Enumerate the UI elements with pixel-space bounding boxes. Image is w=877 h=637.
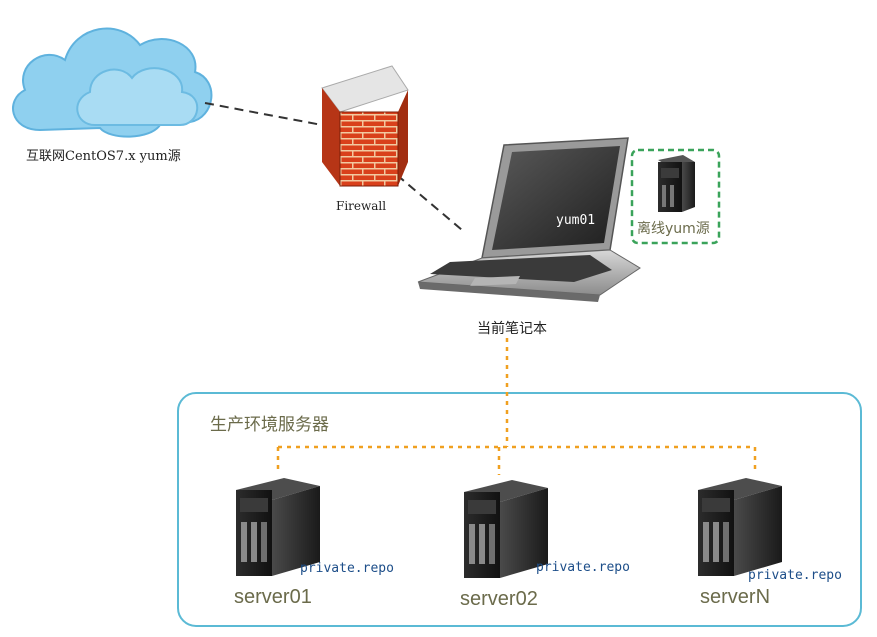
server01-repo: private.repo xyxy=(300,561,394,576)
firewall-icon xyxy=(321,65,409,187)
serverN-name: serverN xyxy=(700,586,771,608)
server-icon-3 xyxy=(698,478,782,576)
firewall-label: Firewall xyxy=(336,199,387,213)
offline-repo-label: 离线yum源 xyxy=(637,221,710,237)
dotted-links xyxy=(276,338,757,475)
link-firewall-laptop xyxy=(396,174,463,231)
laptop-host-label: yum01 xyxy=(556,213,596,228)
server02-name: server02 xyxy=(460,588,538,610)
cloud-icon xyxy=(12,27,213,138)
server-icon-2 xyxy=(464,480,548,578)
internet-label: 互联网CentOS7.x yum源 xyxy=(26,149,181,164)
offline-server-icon xyxy=(658,155,695,212)
server-icons xyxy=(236,478,782,578)
offline-repo-box xyxy=(630,148,721,245)
link-cloud-firewall xyxy=(204,102,323,126)
group-title: 生产环境服务器 xyxy=(210,415,329,435)
server02-repo: private.repo xyxy=(536,560,630,575)
serverN-repo: private.repo xyxy=(748,568,842,583)
production-group-box xyxy=(177,392,862,627)
server01-name: server01 xyxy=(234,586,312,608)
laptop-icon xyxy=(417,137,641,302)
laptop-label: 当前笔记本 xyxy=(477,321,547,337)
server-icon-1 xyxy=(236,478,320,576)
